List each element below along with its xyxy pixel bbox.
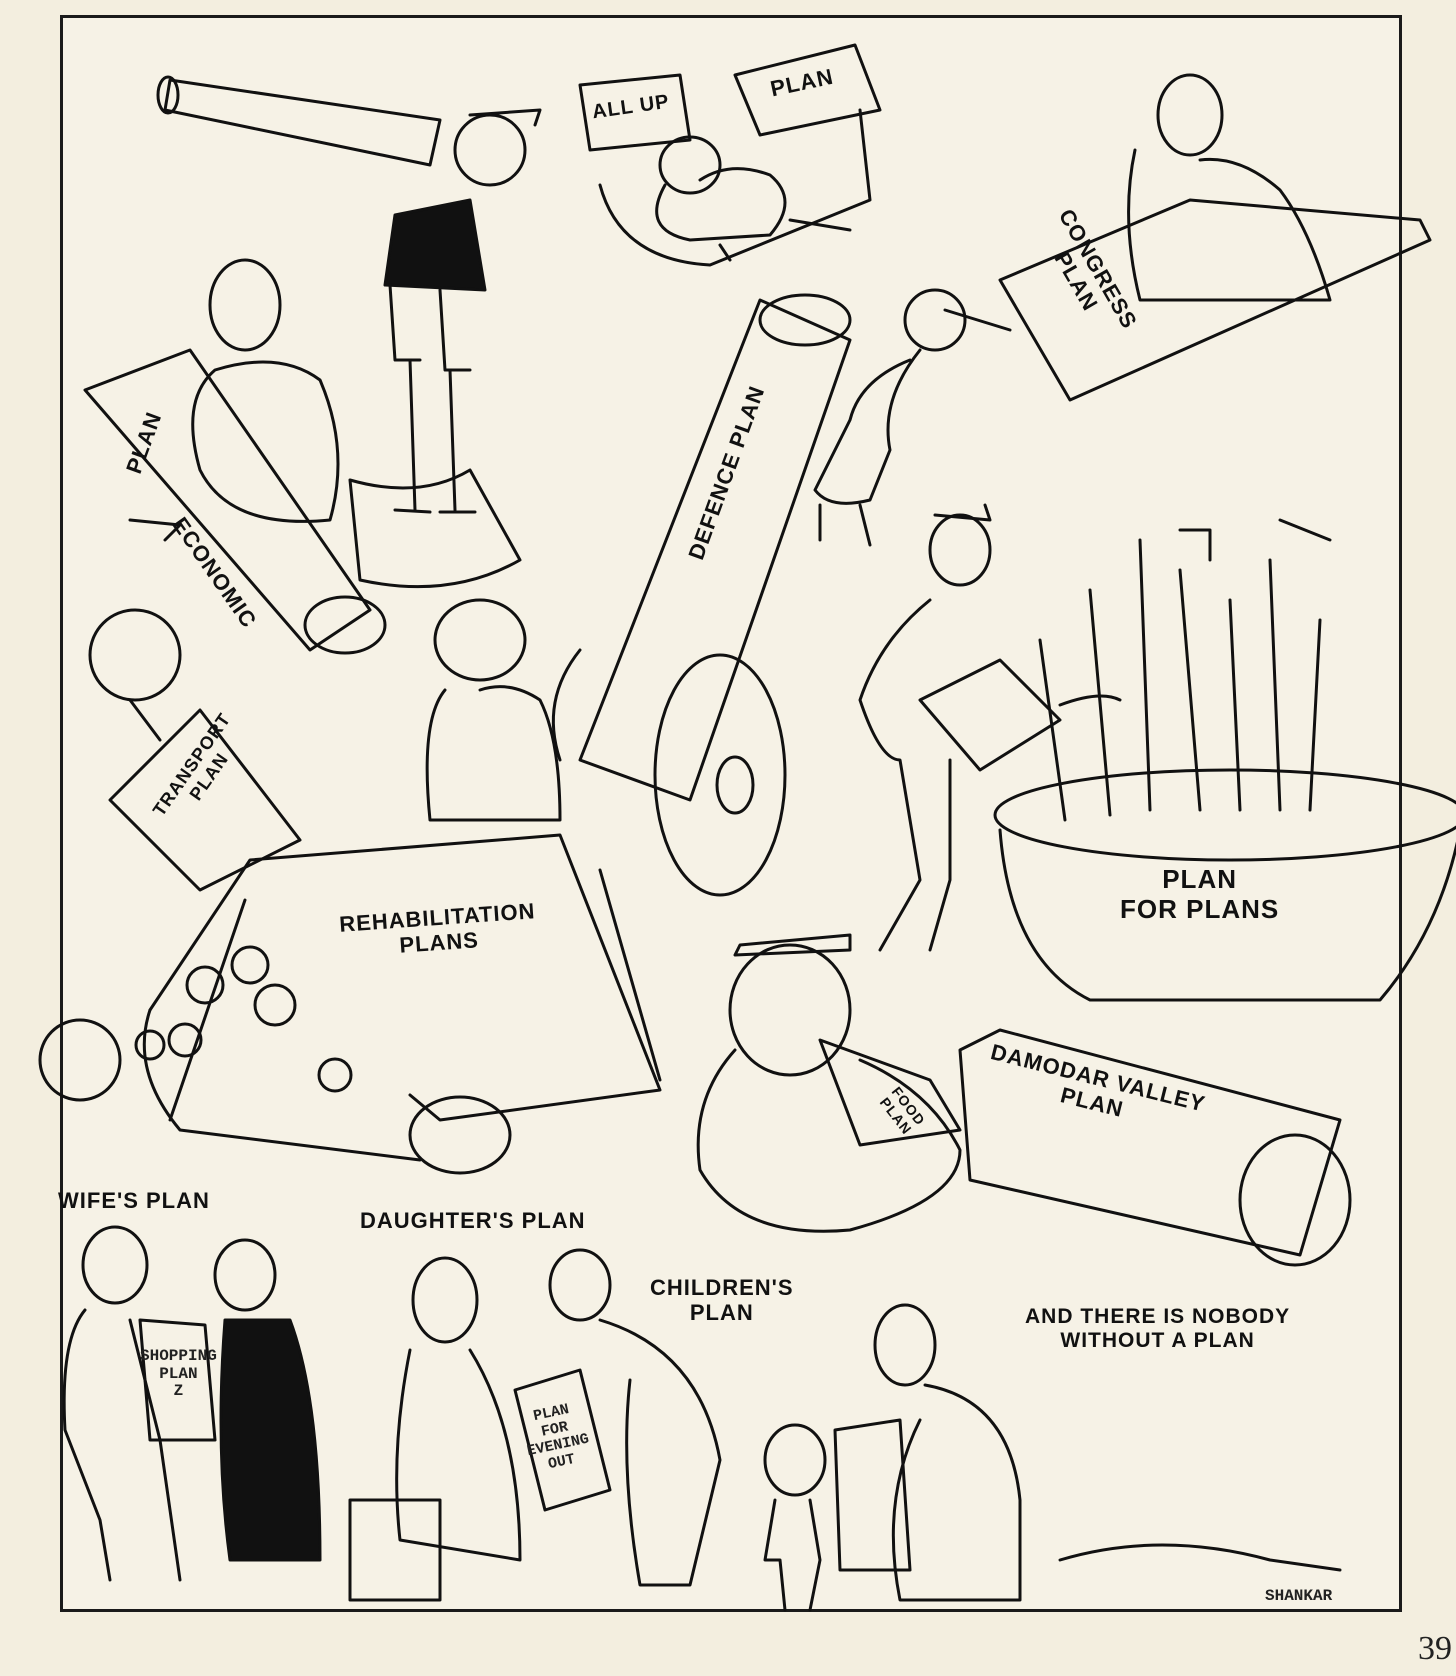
wifes-plan-label: WIFE'S PLAN <box>58 1188 210 1213</box>
plan-for-plans-pot <box>993 518 1456 1002</box>
wife-plan-scene <box>62 1225 322 1582</box>
daughters-plan-label: DAUGHTER'S PLAN <box>360 1208 586 1233</box>
all-up-plan-figure <box>578 43 882 267</box>
transport-plan-figure <box>88 608 302 892</box>
defence-plan-cannon <box>551 293 852 897</box>
plan-for-evening-out-label: PLAN FOR EVENING OUT <box>525 1400 591 1473</box>
daughter-plan-scene <box>348 1248 722 1602</box>
telescope-figure <box>156 75 542 589</box>
turban-figure <box>425 598 562 822</box>
economic-plan-figure <box>83 258 387 655</box>
childrens-plan-label: CHILDREN'S PLAN <box>650 1275 794 1326</box>
watering-figure <box>858 503 1122 952</box>
nobody-without-plan-label: AND THERE IS NOBODY WITHOUT A PLAN <box>1025 1305 1291 1353</box>
food-plan-figure <box>696 933 962 1233</box>
rehabilitation-plans-tent <box>38 833 662 1175</box>
signature: SHANKAR <box>1265 1587 1333 1605</box>
damodar-valley-roll <box>958 1028 1352 1267</box>
plan-for-plans-label: PLAN FOR PLANS <box>1120 864 1280 924</box>
page-number: 39 <box>1418 1630 1452 1667</box>
shopping-plan-label: SHOPPING PLAN Z <box>140 1347 217 1401</box>
children-plan-scene <box>763 1303 1342 1612</box>
congress-plan-figure <box>813 73 1432 547</box>
